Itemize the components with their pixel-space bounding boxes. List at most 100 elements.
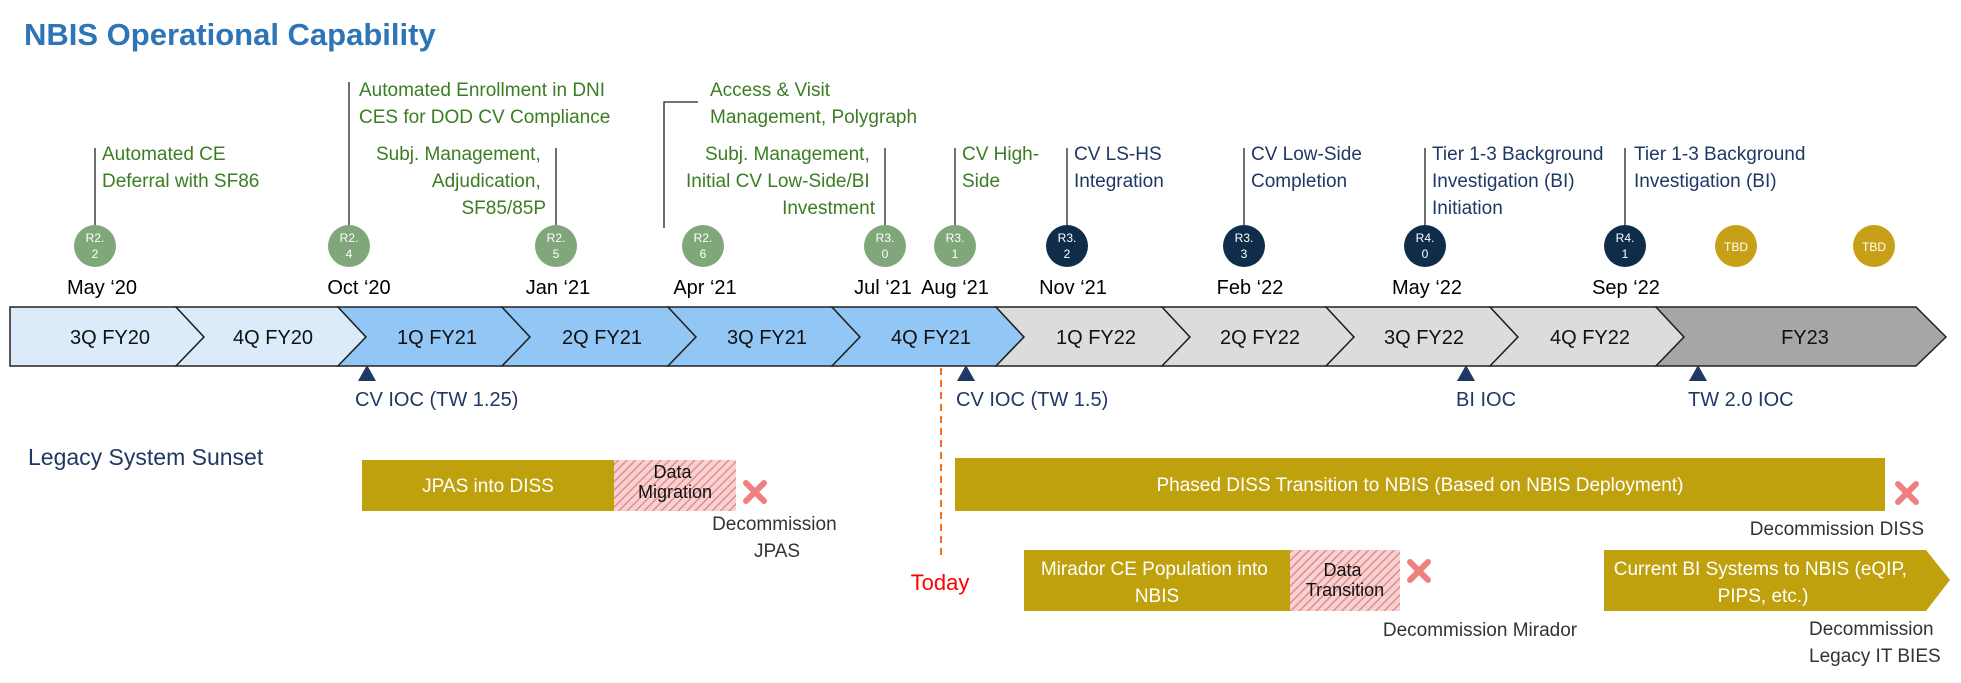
date-label: May ‘20: [67, 277, 137, 299]
phase-label: 2Q FY22: [1220, 327, 1300, 349]
svg-text:R2.: R2.: [694, 231, 713, 245]
bi-decommission-label: Decommission Legacy IT BIES: [1809, 619, 1941, 667]
release-marker-r30: R3. 0: [864, 225, 906, 267]
phase-fy23: [1654, 306, 1948, 367]
svg-text:R4.: R4.: [1416, 231, 1435, 245]
release-marker-r22: R2. 2: [74, 225, 116, 267]
annotation-r25: Subj. Management, Adjudication, SF85/85P: [376, 144, 546, 219]
phase-bar: [9, 306, 1948, 367]
milestone-label: CV IOC (TW 1.25): [355, 389, 518, 411]
annotation-r31: CV High- Side: [962, 144, 1044, 192]
milestone-triangle: [358, 365, 376, 381]
annotation-leader-lines: [94, 82, 1626, 228]
date-label: May ‘22: [1392, 277, 1462, 299]
svg-text:3: 3: [1241, 247, 1248, 261]
date-label: Jan ‘21: [526, 277, 591, 299]
phase-label: 4Q FY20: [233, 327, 313, 349]
jpas-transition: JPAS into DISS Data Migration Decommissi…: [362, 460, 842, 562]
release-marker-r32: R3. 2: [1046, 225, 1088, 267]
svg-text:1: 1: [1622, 247, 1629, 261]
svg-text:TBD: TBD: [1724, 240, 1748, 254]
svg-text:0: 0: [1422, 247, 1429, 261]
phase-label: 4Q FY21: [891, 327, 971, 349]
date-label: Nov ‘21: [1039, 277, 1107, 299]
mirador-decommission-label: Decommission Mirador: [1383, 620, 1578, 641]
svg-text:TBD: TBD: [1862, 240, 1886, 254]
release-marker-r41: R4. 1: [1604, 225, 1646, 267]
legacy-section-heading: Legacy System Sunset: [28, 444, 264, 470]
phase-label: 2Q FY21: [562, 327, 642, 349]
annotation-r33: CV Low-Side Completion: [1251, 144, 1367, 192]
mirador-bar-label: Mirador CE Population into NBIS: [1041, 559, 1273, 607]
milestone-labels: CV IOC (TW 1.25) CV IOC (TW 1.5) BI IOC …: [355, 389, 1794, 411]
release-dates: May ‘20 Oct ‘20 Jan ‘21 Apr ‘21 Jul ‘21 …: [67, 277, 1660, 299]
release-marker-r25: R2. 5: [535, 225, 577, 267]
svg-text:0: 0: [882, 247, 889, 261]
date-label: Aug ‘21: [921, 277, 989, 299]
svg-text:R3.: R3.: [876, 231, 895, 245]
mirador-decommission-x-icon: [1407, 559, 1431, 583]
svg-text:R3.: R3.: [946, 231, 965, 245]
mirador-transition: Mirador CE Population into NBIS Data Tra…: [1024, 550, 1578, 641]
release-marker-r31: R3. 1: [934, 225, 976, 267]
jpas-bar: [362, 460, 614, 511]
date-label: Feb ‘22: [1217, 277, 1284, 299]
release-marker-r24: R2. 4: [328, 225, 370, 267]
milestone-triangle: [1689, 365, 1707, 381]
mirador-data-transition: [1290, 550, 1400, 611]
mirador-hatch-label: Data Transition: [1306, 560, 1384, 600]
milestone-label: BI IOC: [1456, 389, 1516, 411]
jpas-decommission-x-icon: [743, 480, 767, 504]
bi-systems-bar: [1604, 550, 1950, 611]
annotation-r40: Tier 1-3 Background Investigation (BI) I…: [1432, 144, 1609, 219]
phase-label: FY23: [1781, 327, 1829, 349]
svg-text:R3.: R3.: [1235, 231, 1254, 245]
release-markers: R2. 2 R2. 4 R2. 5 R2. 6 R3. 0 R3. 1: [74, 225, 1895, 267]
diss-decommission-label: Decommission DISS: [1750, 519, 1924, 540]
release-marker-r40: R4. 0: [1404, 225, 1446, 267]
diss-transition: Phased DISS Transition to NBIS (Based on…: [955, 458, 1924, 540]
release-marker-tbd-2: TBD: [1853, 225, 1895, 267]
phase-label: 3Q FY22: [1384, 327, 1464, 349]
svg-text:R4.: R4.: [1616, 231, 1635, 245]
diss-decommission-x-icon: [1895, 481, 1919, 505]
jpas-decommission-label: Decommission JPAS: [712, 514, 842, 562]
svg-text:R2.: R2.: [547, 231, 566, 245]
annotation-r22: Automated CE Deferral with SF86: [102, 144, 259, 192]
date-label: Jul ‘21: [854, 277, 912, 299]
date-label: Oct ‘20: [327, 277, 390, 299]
svg-text:R2.: R2.: [86, 231, 105, 245]
mirador-bar: [1024, 550, 1290, 611]
svg-text:1: 1: [952, 247, 959, 261]
phase-label: 1Q FY21: [397, 327, 477, 349]
svg-text:4: 4: [346, 247, 353, 261]
date-label: Sep ‘22: [1592, 277, 1660, 299]
svg-text:2: 2: [92, 247, 99, 261]
bi-systems-bar-label: Current BI Systems to NBIS (eQIP, PIPS, …: [1614, 559, 1912, 607]
phase-label: 3Q FY20: [70, 327, 150, 349]
annotation-r32: CV LS-HS Integration: [1074, 144, 1167, 192]
release-marker-tbd-1: TBD: [1715, 225, 1757, 267]
jpas-data-migration: [614, 460, 736, 511]
bi-systems-transition: Current BI Systems to NBIS (eQIP, PIPS, …: [1604, 550, 1950, 667]
svg-text:R3.: R3.: [1058, 231, 1077, 245]
release-annotations: Automated CE Deferral with SF86 Automate…: [102, 80, 1811, 219]
milestone-markers: [358, 365, 1707, 381]
annotation-r41: Tier 1-3 Background Investigation (BI): [1634, 144, 1811, 192]
jpas-bar-label: JPAS into DISS: [422, 476, 554, 497]
annotation-r26-access: Access & Visit Management, Polygraph: [710, 80, 917, 128]
jpas-hatch-label: Data Migration: [638, 462, 712, 502]
phase-labels: 3Q FY20 4Q FY20 1Q FY21 2Q FY21 3Q FY21 …: [70, 327, 1829, 349]
today-label: Today: [911, 570, 970, 595]
page-title: NBIS Operational Capability: [24, 17, 436, 52]
phase-label: 4Q FY22: [1550, 327, 1630, 349]
annotation-r30: Subj. Management, Initial CV Low-Side/BI…: [686, 144, 876, 219]
svg-text:5: 5: [553, 247, 560, 261]
milestone-triangle: [957, 365, 975, 381]
date-label: Apr ‘21: [673, 277, 736, 299]
annotation-r24: Automated Enrollment in DNI CES for DOD …: [359, 80, 610, 128]
svg-text:R2.: R2.: [340, 231, 359, 245]
svg-text:2: 2: [1064, 247, 1071, 261]
milestone-label: TW 2.0 IOC: [1688, 389, 1794, 411]
